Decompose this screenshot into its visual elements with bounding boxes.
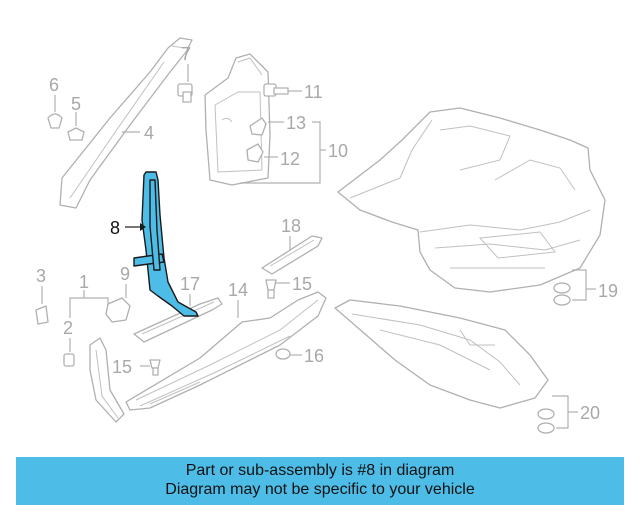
part-clip-13 (249, 117, 267, 136)
callout-9: 9 (120, 264, 130, 284)
callout-11: 11 (304, 82, 323, 102)
part-clip-12 (246, 143, 264, 163)
part-clip-6 (47, 113, 63, 129)
info-banner: Part or sub-assembly is #8 in diagram Di… (16, 457, 624, 505)
part-bolt-7 (177, 83, 193, 103)
callout-10: 10 (328, 141, 348, 161)
banner-line-1: Part or sub-assembly is #8 in diagram (185, 462, 455, 479)
callout-4: 4 (144, 123, 154, 143)
part-clip-16 (275, 348, 291, 360)
callout-17: 17 (180, 274, 200, 294)
callout-20: 20 (580, 403, 600, 423)
callout-18: 18 (281, 216, 301, 236)
part-clip-15a (265, 279, 277, 299)
part-clip-15b (149, 359, 161, 376)
part-a-pillar-trim (59, 37, 193, 209)
callout-5: 5 (71, 94, 81, 114)
callout-8: 8 (110, 218, 120, 238)
part-pillar-trim-8-highlighted (133, 171, 199, 317)
callout-19: 19 (598, 281, 618, 301)
callout-7: 7 (181, 44, 191, 64)
callout-14: 14 (228, 280, 248, 300)
part-lower-trim-1 (89, 337, 125, 423)
part-side-sill-14 (125, 291, 327, 411)
callout-15-upper: 15 (292, 274, 312, 294)
callout-2: 2 (63, 318, 73, 338)
callout-6: 6 (49, 75, 59, 95)
part-clip-20 (537, 408, 555, 434)
callout-3: 3 (36, 266, 46, 286)
callout-1: 1 (79, 272, 89, 292)
part-clip-19 (553, 282, 571, 306)
callout-12: 12 (280, 149, 300, 169)
part-clip-9 (105, 297, 131, 323)
callout-16: 16 (304, 346, 324, 366)
part-clip-3 (35, 305, 49, 325)
part-sill-trim-18 (261, 235, 323, 275)
part-floor-carpet (337, 107, 606, 293)
part-bolt-11 (263, 83, 289, 97)
callout-13: 13 (286, 113, 306, 133)
part-scuff-plate-17 (133, 297, 223, 343)
part-rear-floor-tray (334, 299, 549, 409)
part-clip-2 (63, 353, 75, 367)
part-clip-5 (67, 127, 85, 141)
banner-line-2: Diagram may not be specific to your vehi… (165, 481, 475, 498)
parts-diagram: 4 6 5 7 13 12 10 11 (35, 37, 618, 434)
callout-15-lower: 15 (112, 357, 132, 377)
